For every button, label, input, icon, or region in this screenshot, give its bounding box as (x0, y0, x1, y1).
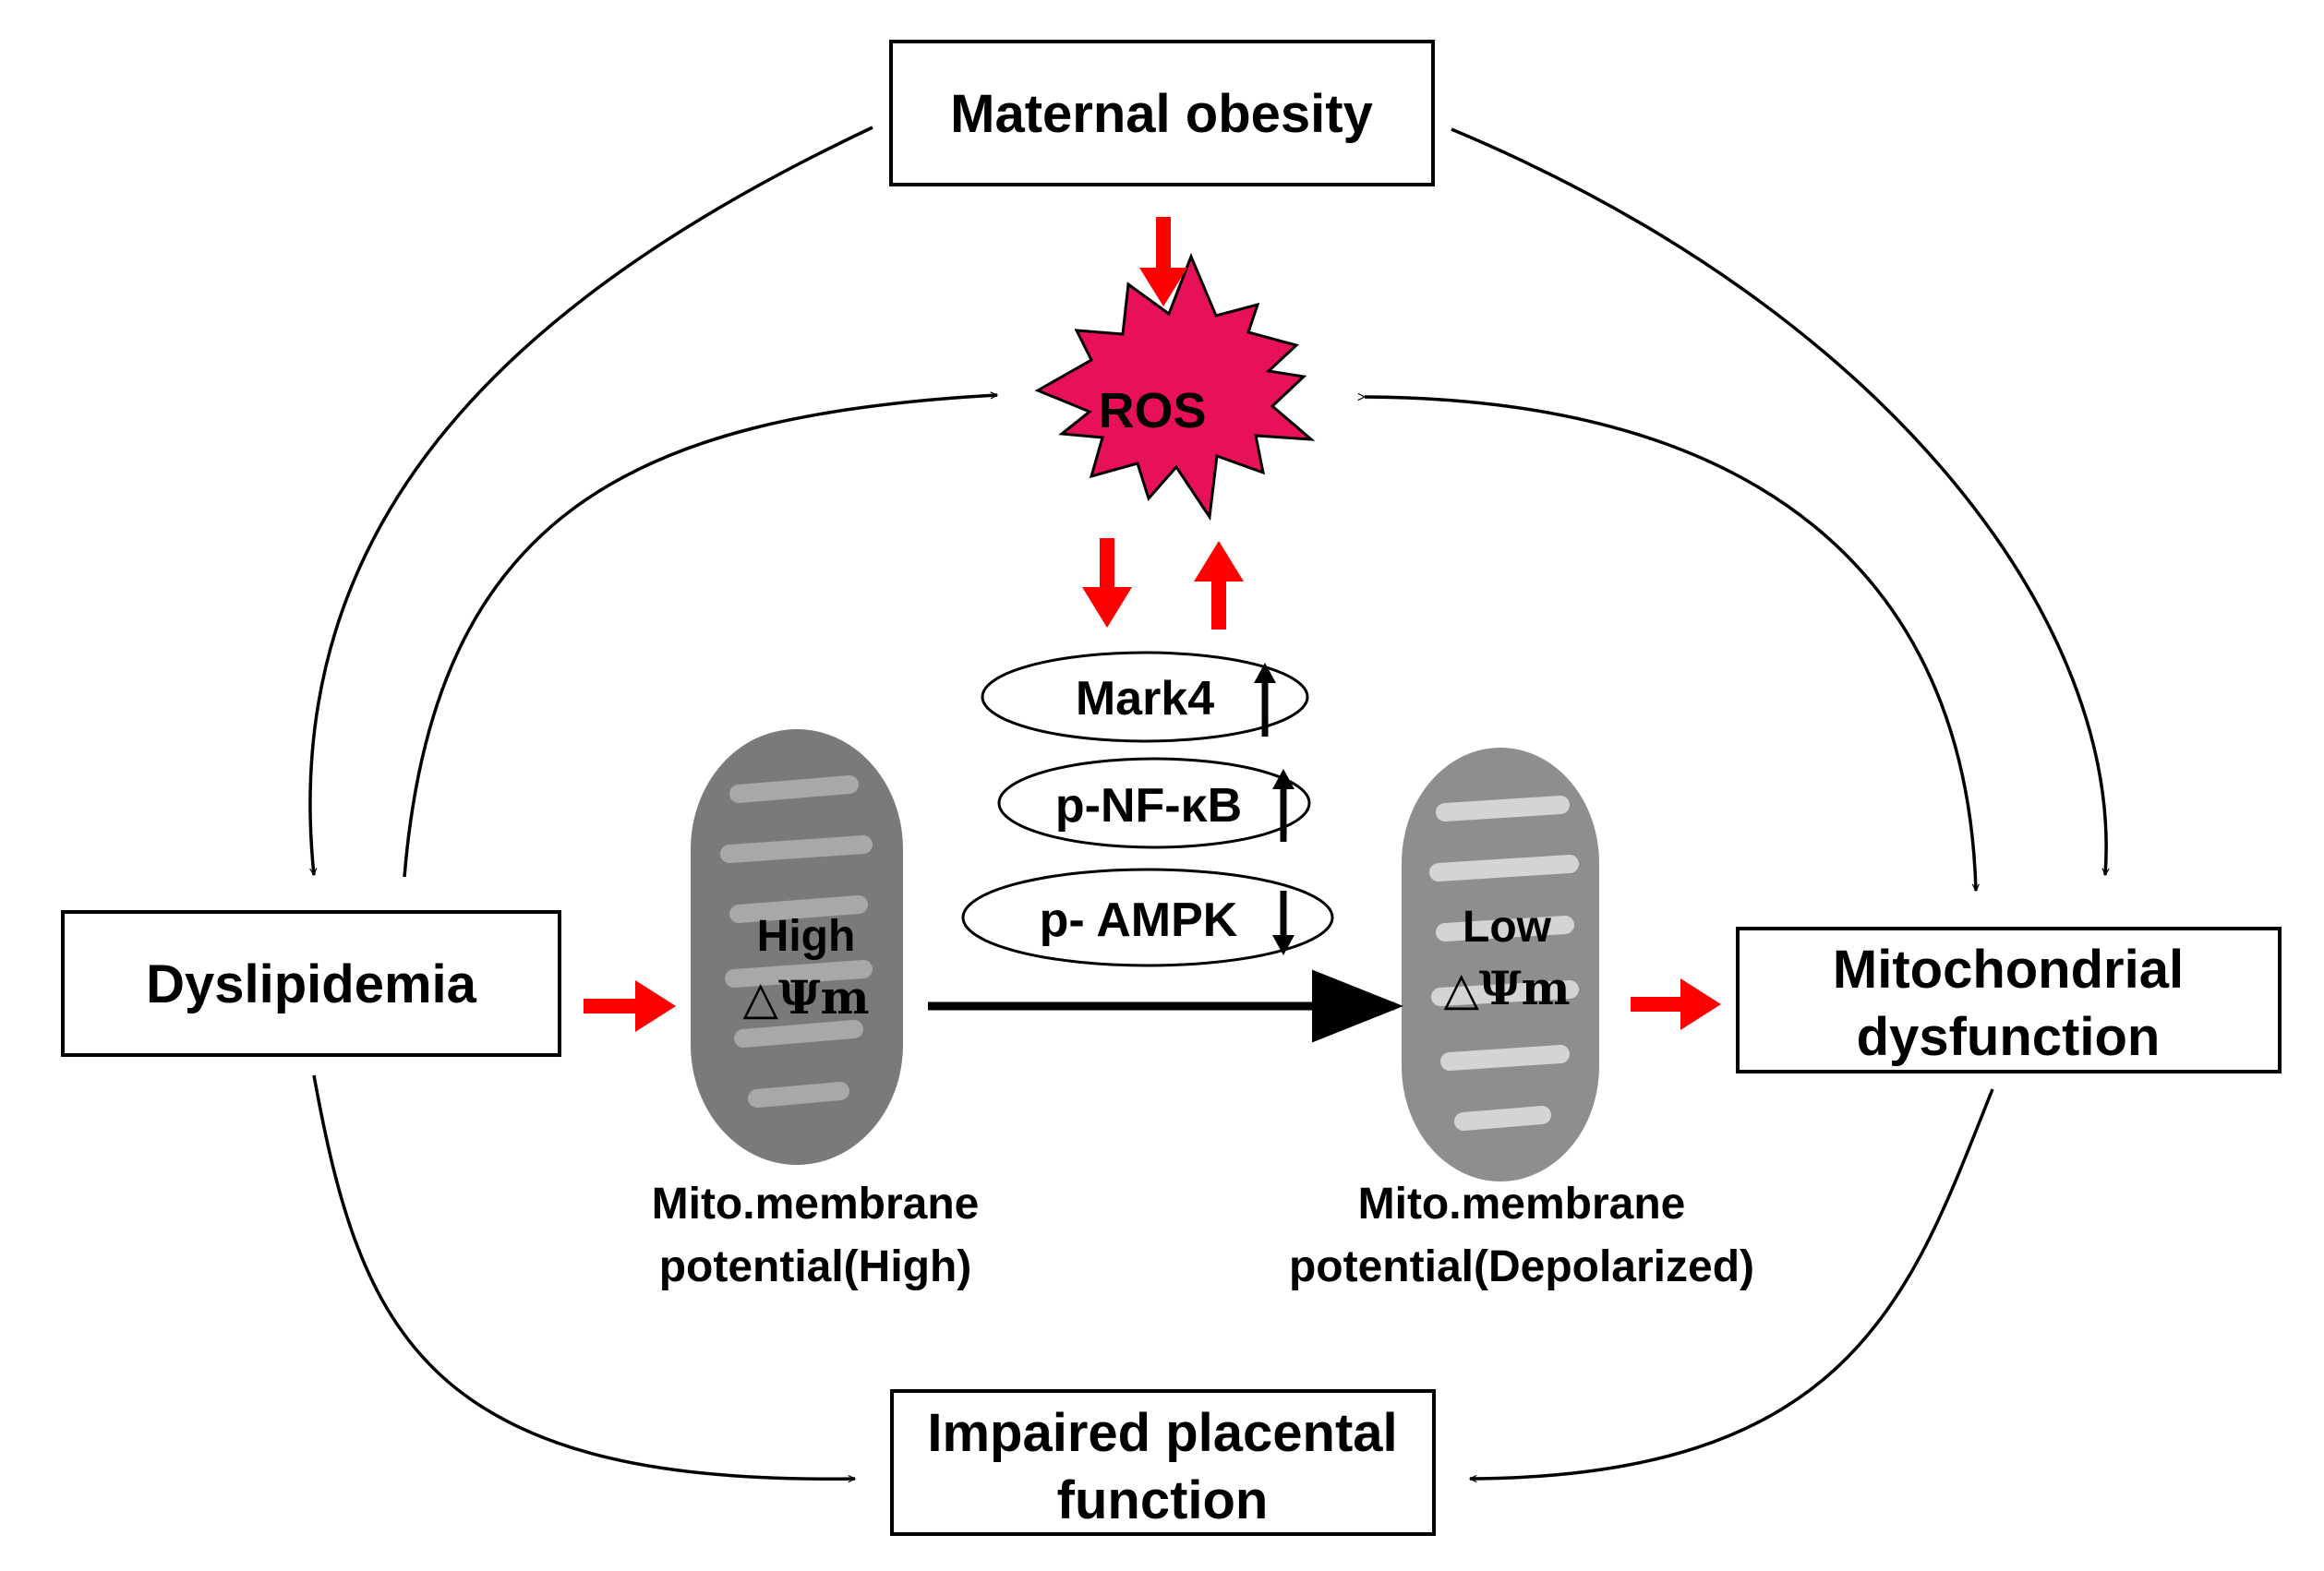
ros-starburst-icon (1034, 252, 1316, 522)
ros-label: ROS (1098, 383, 1206, 438)
marker-pampk: p- AMPK (961, 868, 1334, 967)
impaired-placental-label-2: function (1057, 1470, 1269, 1530)
mito-dysfunction-node: Mitochondrial dysfunction (1736, 927, 2282, 1073)
mito-low-caption-2: potential(Depolarized) (1289, 1242, 1754, 1291)
mito-dysfunction-label-2: dysfunction (1857, 1007, 2161, 1067)
arrow-dyslipidemia-to-ros (403, 395, 997, 878)
pampk-label: p- AMPK (1040, 893, 1238, 947)
mitochondrion-high: High △Ψm Mito.membrane potential(High) (652, 729, 980, 1291)
ros-node: ROS (1034, 252, 1316, 522)
marker-mark4: Mark4 (981, 651, 1309, 743)
mito-high-label: High (757, 912, 856, 961)
impaired-placental-label-1: Impaired placental (927, 1403, 1397, 1463)
mito-high-caption-2: potential(High) (659, 1242, 972, 1291)
mitochondrion-low-cristae-icon (1429, 796, 1579, 1131)
marker-pnfkb: p-NF-κB (997, 757, 1311, 849)
arrow-obesity-to-dyslipidemia (308, 126, 873, 875)
arrow-ros-mito-dysfunction-bidirectional (1365, 397, 1976, 891)
mito-high-symbol: △Ψm (742, 970, 869, 1025)
red-arrow-mito-to-dysfunction (1631, 978, 1721, 1030)
mito-high-caption-1: Mito.membrane (652, 1180, 980, 1229)
dyslipidemia-label: Dyslipidemia (146, 954, 477, 1014)
up-arrow-icon (1254, 663, 1276, 737)
red-arrow-ros-to-mark4 (1082, 538, 1132, 628)
arrow-mito-dysfunction-to-impaired (1470, 1088, 1994, 1479)
mito-dysfunction-label-1: Mitochondrial (1833, 940, 2184, 1000)
down-arrow-icon (1272, 891, 1294, 955)
curved-connectors (308, 126, 2106, 1479)
mito-low-label: Low (1463, 903, 1552, 952)
dyslipidemia-node: Dyslipidemia (61, 910, 561, 1057)
mitochondrion-high-cristae-icon (720, 775, 873, 1108)
impaired-placental-node: Impaired placental function (890, 1389, 1436, 1536)
mito-low-caption-1: Mito.membrane (1358, 1180, 1686, 1229)
red-arrow-mark4-to-ros (1194, 541, 1244, 630)
arrow-dyslipidemia-to-impaired (312, 1074, 855, 1479)
maternal-obesity-label: Maternal obesity (950, 84, 1373, 144)
mark4-label: Mark4 (1076, 672, 1214, 726)
mitochondrion-low: Low △Ψm Mito.membrane potential(Depolari… (1289, 748, 1754, 1291)
red-arrow-obesity-to-ros (1139, 217, 1187, 306)
red-arrow-dyslipidemia-to-mito (584, 980, 676, 1032)
maternal-obesity-node: Maternal obesity (889, 40, 1435, 186)
mito-low-symbol: △Ψm (1443, 961, 1570, 1015)
pnfkb-label: p-NF-κB (1055, 779, 1242, 833)
red-arrows (584, 217, 1721, 1032)
up-arrow-icon (1272, 769, 1294, 842)
